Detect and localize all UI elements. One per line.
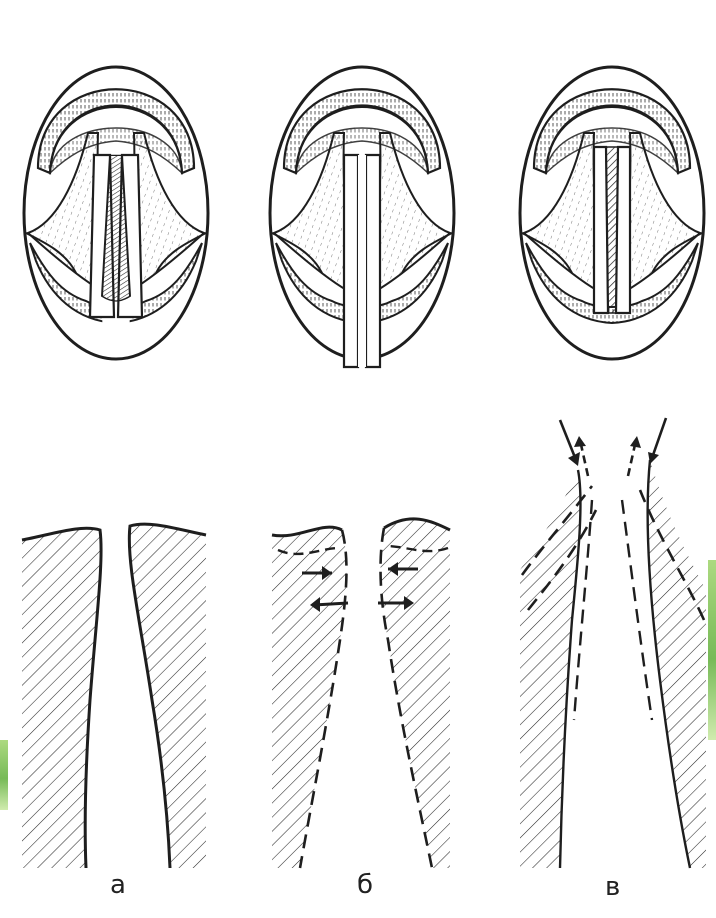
coronal-section-c: [520, 418, 706, 868]
larynx-view-b: [270, 67, 454, 367]
coronal-section-a: [22, 524, 206, 868]
coronal-section-b: [272, 519, 450, 868]
larynx-view-a: [24, 67, 208, 359]
panel-label-a: а: [110, 872, 126, 898]
larynx-view-c: [520, 67, 704, 359]
panel-label-b: б: [357, 872, 373, 898]
panel-label-c: в: [605, 874, 620, 900]
